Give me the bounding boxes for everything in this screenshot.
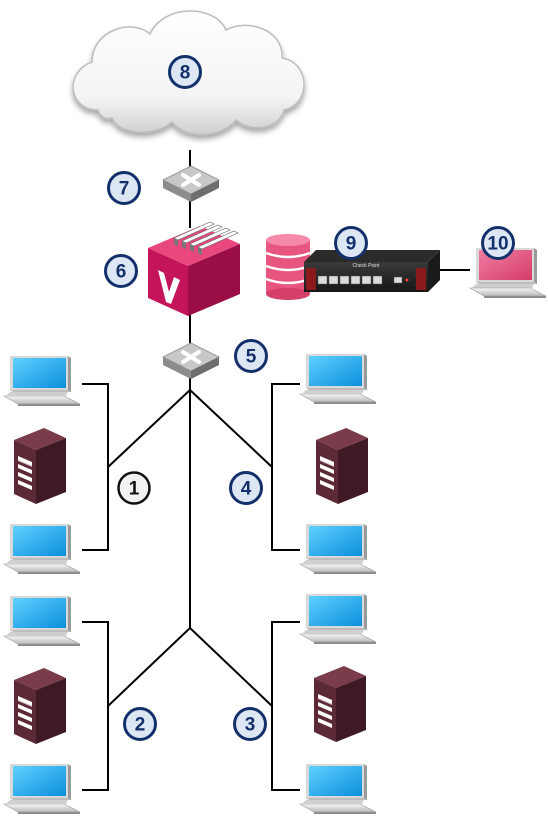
vault-appliance-icon	[148, 221, 240, 316]
badge-2: 2	[123, 707, 157, 741]
firewall-brand-label: Check Point	[353, 263, 381, 269]
server-tower-icon	[314, 666, 366, 742]
badge-7-label: 7	[119, 179, 130, 200]
server-tower-icon	[316, 428, 368, 504]
badge-8-label: 8	[180, 63, 191, 84]
badge-10-label: 10	[487, 234, 508, 255]
firewall-appliance-icon: Check Point	[304, 250, 440, 292]
switch-icon	[161, 164, 221, 204]
laptop-icon	[3, 523, 81, 575]
badge-1: 1	[117, 471, 151, 505]
badge-6-label: 6	[116, 262, 127, 283]
badge-6: 6	[104, 254, 138, 288]
laptop-icon	[299, 593, 377, 645]
badge-9: 9	[334, 226, 368, 260]
badge-4-label: 4	[241, 479, 252, 500]
laptop-icon	[3, 355, 81, 407]
laptop-icon	[299, 523, 377, 575]
server-tower-icon	[14, 668, 66, 744]
server-tower-icon	[14, 428, 66, 504]
badge-5: 5	[234, 339, 268, 373]
badge-7: 7	[107, 171, 141, 205]
database-icon	[265, 234, 311, 300]
badge-9-label: 9	[346, 234, 357, 255]
laptop-icon	[299, 353, 377, 405]
badge-10: 10	[481, 226, 515, 260]
laptop-icon	[3, 595, 81, 647]
connection-lines	[82, 150, 470, 791]
laptop-icon	[3, 763, 81, 815]
switch-icon	[161, 341, 221, 381]
badge-5-label: 5	[246, 347, 257, 368]
badge-8: 8	[168, 55, 202, 89]
badge-4: 4	[229, 471, 263, 505]
badge-2-label: 2	[135, 715, 146, 736]
badge-3: 3	[233, 707, 267, 741]
badge-1-label: 1	[129, 479, 140, 500]
laptop-icon	[299, 763, 377, 815]
badge-3-label: 3	[245, 715, 256, 736]
